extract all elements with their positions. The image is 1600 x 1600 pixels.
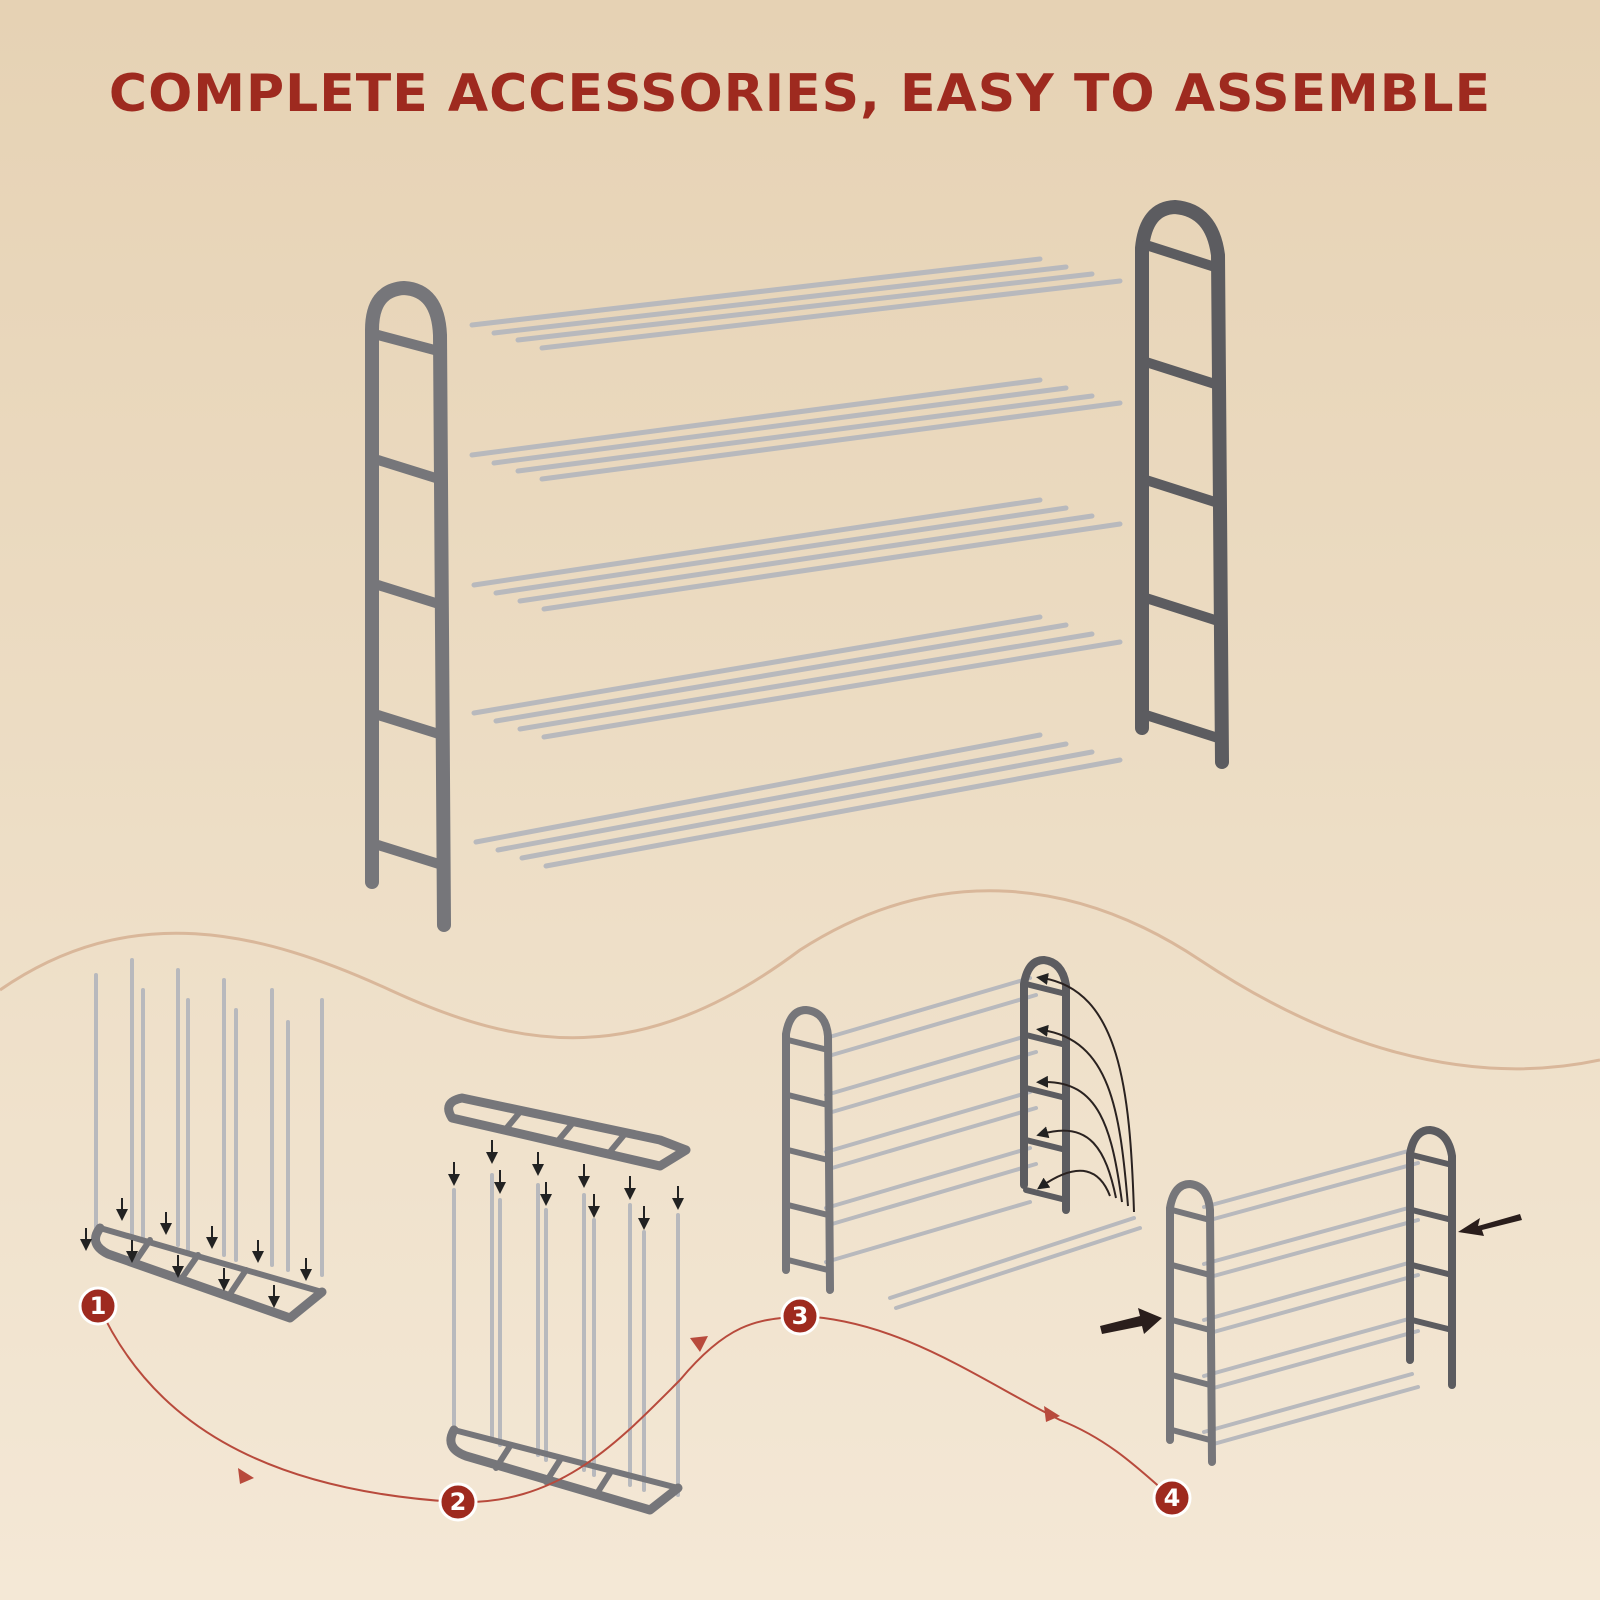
- svg-text:1: 1: [90, 1292, 107, 1320]
- exploded-rack-view: [365, 200, 1229, 932]
- push-arrow-right-icon: [1458, 1214, 1522, 1236]
- push-arrow-left-icon: [1100, 1308, 1162, 1334]
- step-4-illustration: [1100, 1126, 1522, 1466]
- step-3-illustration: [782, 956, 1142, 1310]
- svg-text:3: 3: [792, 1302, 809, 1330]
- step-flow-path: [97, 1303, 1173, 1504]
- shelf-rods: [469, 256, 1123, 869]
- step-badge-4: 4: [1152, 1478, 1192, 1518]
- step-2-illustration: [444, 1093, 691, 1515]
- step-badge-1: 1: [78, 1286, 118, 1326]
- svg-text:2: 2: [450, 1488, 467, 1516]
- step-1-illustration: [80, 958, 327, 1323]
- step-badge-3: 3: [780, 1296, 820, 1336]
- wave-divider: [0, 889, 1600, 1071]
- flow-arrowheads: [238, 1336, 1060, 1484]
- step-badge-2: 2: [438, 1482, 478, 1522]
- page-title: COMPLETE ACCESSORIES, EASY TO ASSEMBLE: [108, 64, 1492, 124]
- left-side-frame: [365, 281, 451, 932]
- right-side-frame: [1135, 200, 1229, 769]
- svg-text:4: 4: [1164, 1484, 1181, 1512]
